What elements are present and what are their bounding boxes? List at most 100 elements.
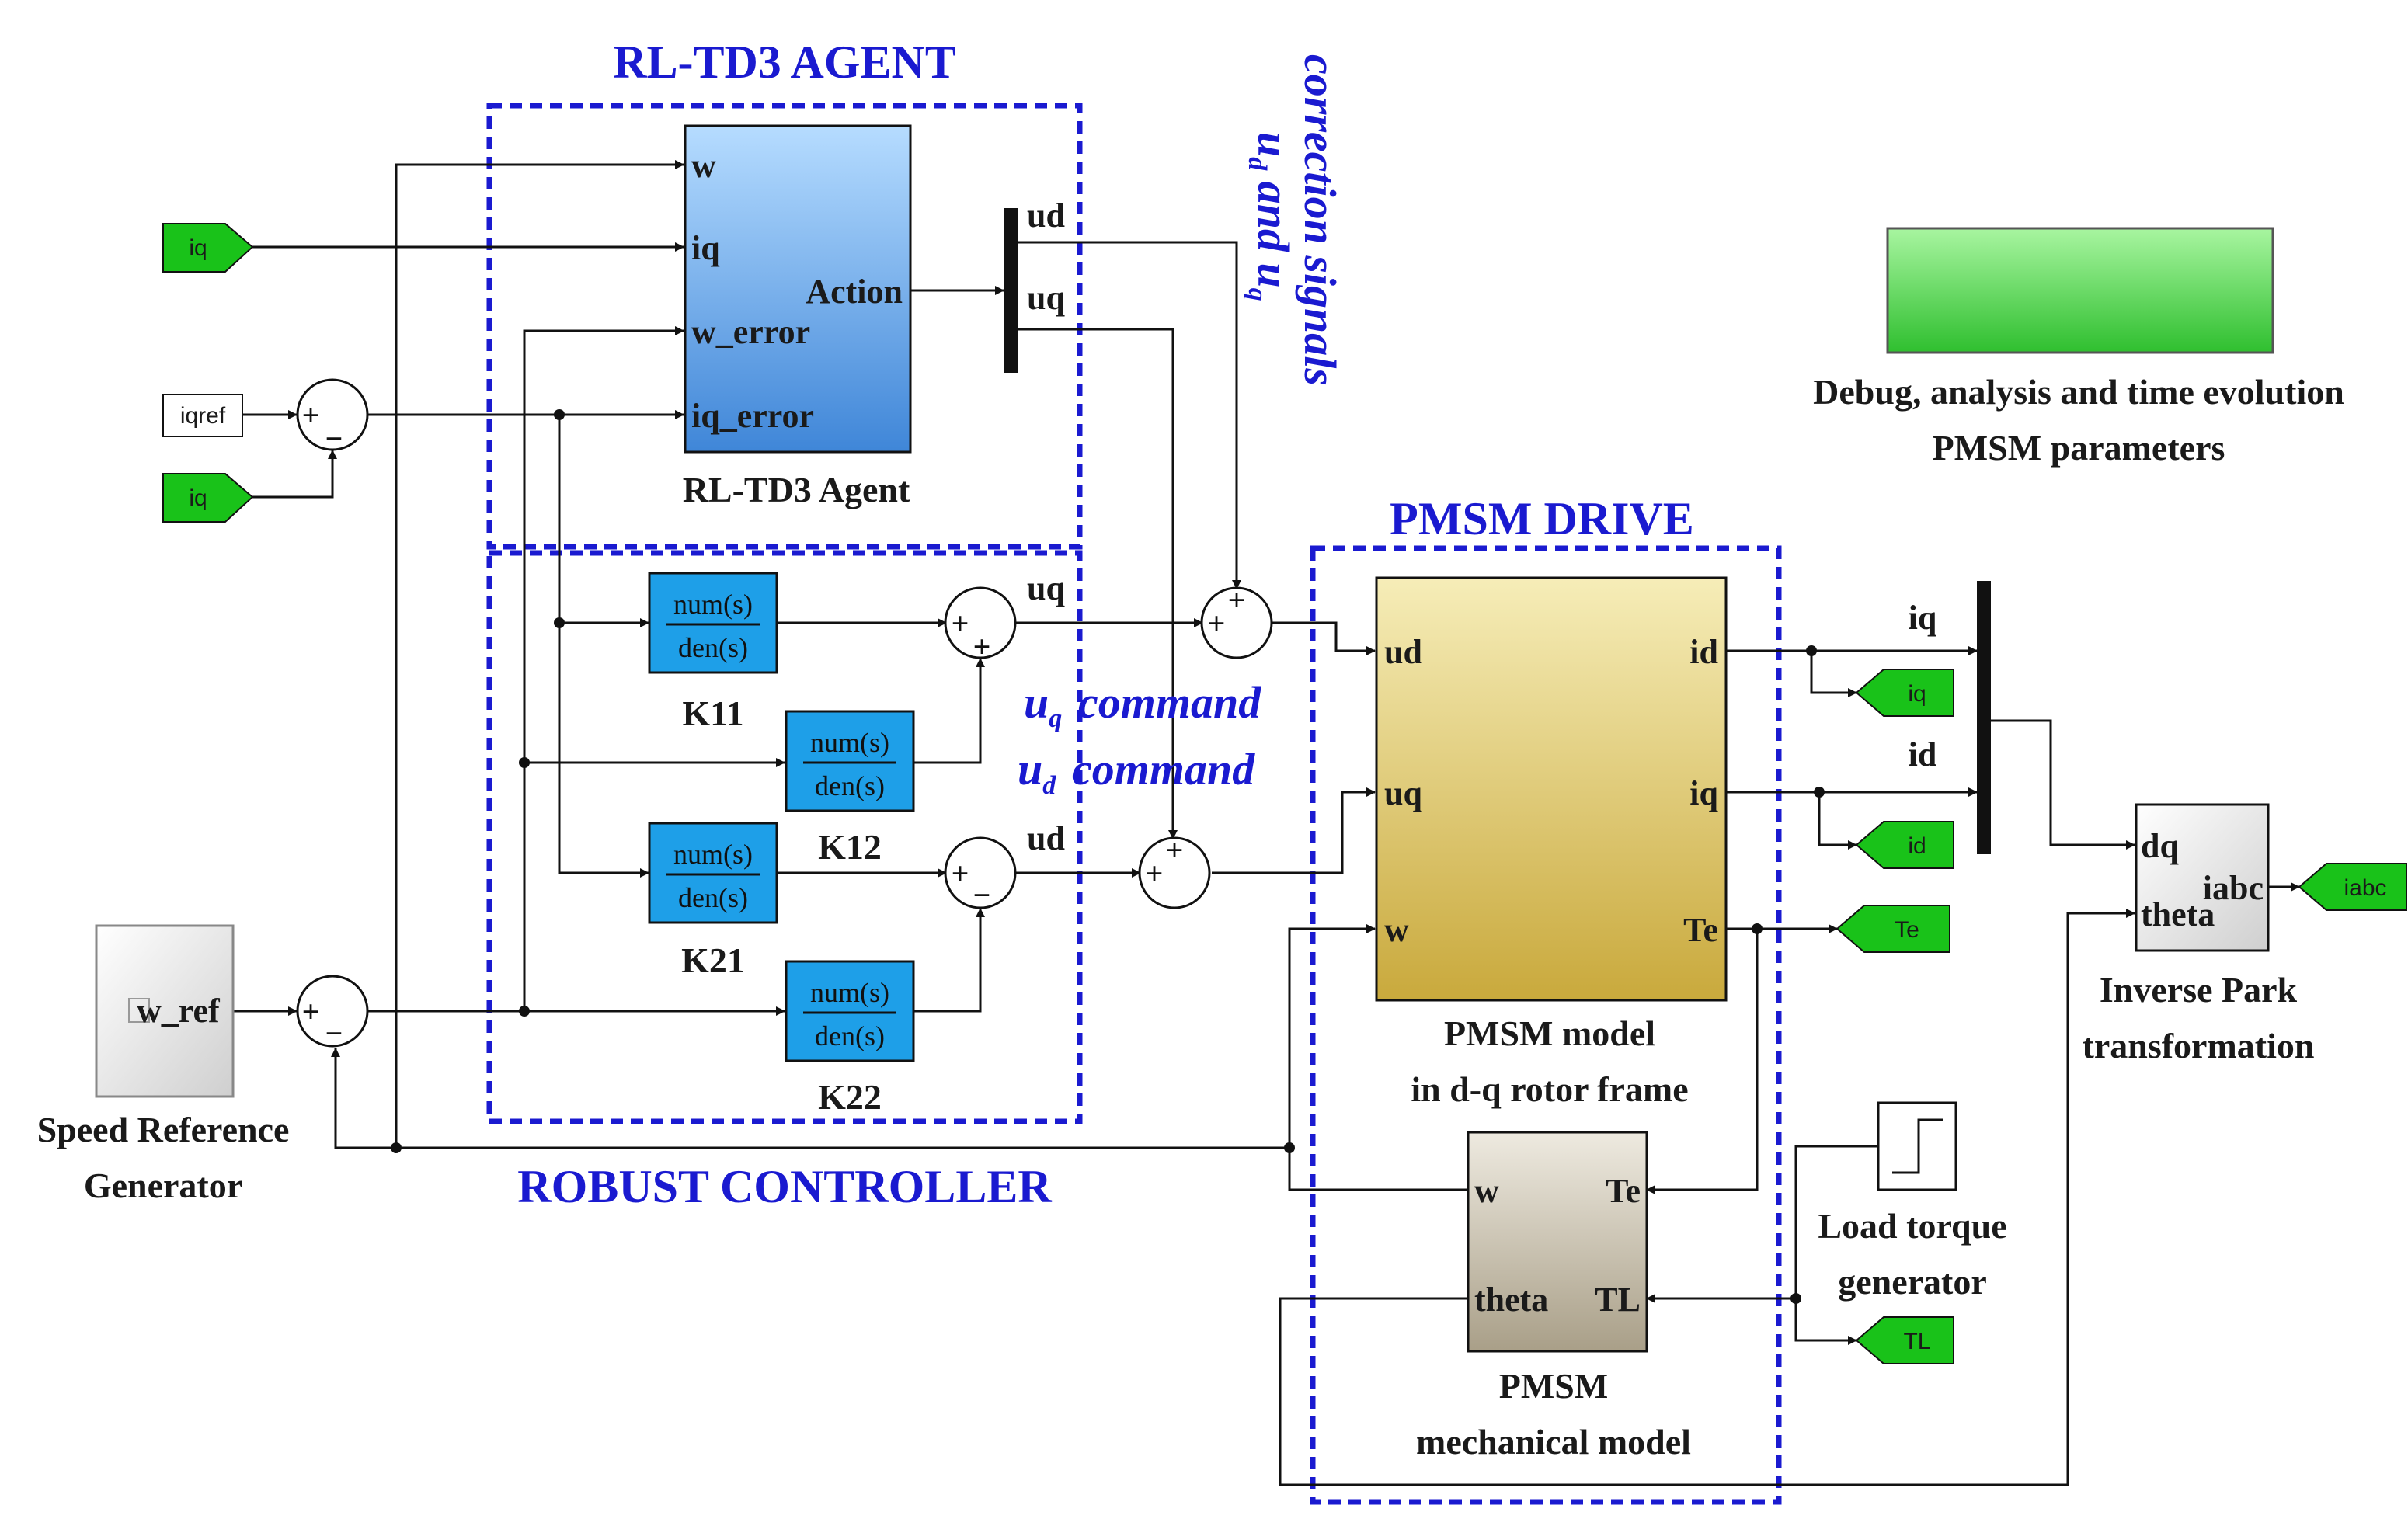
svg-text:+: + — [302, 398, 320, 433]
svg-text:uq: uq — [1024, 677, 1062, 733]
sum-correction-uq[interactable]: + + — [1200, 582, 1273, 659]
tag-out-iq[interactable]: iq — [1855, 669, 1954, 717]
svg-text:w_error: w_error — [691, 313, 810, 351]
tf-block-k12[interactable]: num(s) den(s) — [785, 710, 915, 812]
svg-text:iq: iq — [1689, 774, 1718, 812]
svg-text:+: + — [1228, 582, 1246, 617]
svg-text:Te: Te — [1683, 911, 1718, 949]
svg-text:iabc: iabc — [2203, 869, 2264, 907]
pmsm-model-label-1: PMSM model — [1444, 1013, 1655, 1053]
svg-text:+: + — [1166, 832, 1184, 867]
pmsm-drive-title: PMSM DRIVE — [1390, 493, 1694, 544]
tf-label-k21: K21 — [681, 940, 745, 980]
sum-uq[interactable]: + + — [944, 586, 1017, 664]
svg-text:iq_error: iq_error — [691, 397, 814, 435]
svg-text:TL: TL — [1903, 1329, 1930, 1354]
svg-text:iq: iq — [691, 229, 720, 267]
svg-text:theta: theta — [2141, 895, 2215, 933]
svg-text:−: − — [325, 1016, 343, 1051]
svg-text:ud: ud — [1018, 744, 1056, 800]
mech-model-label-1: PMSM — [1499, 1366, 1609, 1406]
demux-ud-label: ud — [1027, 196, 1065, 235]
load-torque-step-block[interactable] — [1877, 1101, 1957, 1191]
demux-uq-label: uq — [1027, 279, 1065, 317]
sum-correction-ud[interactable]: + + — [1138, 832, 1211, 909]
svg-text:+: + — [1208, 606, 1226, 641]
svg-text:iq: iq — [189, 235, 207, 261]
tag-out-te[interactable]: Te — [1836, 905, 1950, 953]
pmsm-mechanical-block[interactable]: w theta Te TL — [1467, 1131, 1648, 1353]
svg-text:iabc: iabc — [2344, 875, 2386, 901]
svg-text:ud and uq: ud and uq — [1243, 132, 1299, 301]
tag-iq-mid[interactable]: iq — [162, 473, 254, 523]
bus-label-iq: iq — [1909, 599, 1937, 637]
ud-command-label: ud command — [1018, 744, 1255, 800]
load-torque-label-1: Load torque — [1818, 1206, 2006, 1246]
tag-iq-top[interactable]: iq — [162, 223, 254, 273]
svg-text:id: id — [1689, 633, 1718, 671]
pmsm-drive-frame — [1310, 545, 1782, 1505]
svg-text:num(s): num(s) — [673, 839, 753, 870]
inverse-park-block[interactable]: dq theta iabc — [2135, 803, 2270, 952]
speed-ref-label-1: Speed Reference — [37, 1110, 290, 1149]
output-mux[interactable] — [1977, 581, 1991, 854]
tf-block-k22[interactable]: num(s) den(s) — [785, 960, 915, 1062]
pmsm-model-block[interactable]: ud uq w id iq Te — [1375, 576, 1728, 1002]
tag-out-tl[interactable]: TL — [1855, 1316, 1954, 1364]
svg-text:w: w — [691, 147, 716, 185]
speed-reference-block[interactable]: w_ref — [95, 924, 235, 1098]
svg-text:w: w — [1384, 911, 1409, 949]
correction-signals-label: ud and uq correction signals — [1243, 54, 1345, 386]
svg-text:Te: Te — [1606, 1172, 1641, 1210]
svg-text:Action: Action — [806, 273, 903, 311]
tf-label-k11: K11 — [682, 693, 743, 733]
svg-text:ud: ud — [1384, 633, 1422, 671]
tag-out-iabc[interactable]: iabc — [2298, 863, 2407, 911]
agent-demux[interactable] — [1004, 208, 1018, 373]
svg-text:num(s): num(s) — [673, 589, 753, 620]
svg-text:theta: theta — [1474, 1281, 1548, 1319]
wire-label-uq: uq — [1027, 569, 1065, 607]
svg-text:−: − — [973, 878, 991, 912]
mech-model-label-2: mechanical model — [1416, 1422, 1691, 1462]
svg-text:id: id — [1908, 833, 1926, 859]
svg-text:+: + — [302, 994, 320, 1029]
svg-text:+: + — [952, 856, 969, 891]
svg-text:Te: Te — [1895, 917, 1919, 943]
svg-text:den(s): den(s) — [815, 1020, 885, 1051]
park-label-1: Inverse Park — [2100, 970, 2298, 1010]
svg-text:dq: dq — [2141, 827, 2179, 865]
svg-text:+: + — [952, 606, 969, 641]
debug-label-1: Debug, analysis and time evolution — [1813, 372, 2344, 412]
tag-out-id[interactable]: id — [1855, 821, 1954, 869]
rl-agent-frame — [486, 103, 1083, 550]
sum-iq-error[interactable]: + − — [296, 378, 369, 456]
robust-controller-frame — [486, 550, 1083, 1124]
wire-label-ud: ud — [1027, 819, 1065, 857]
svg-text:w_ref: w_ref — [137, 992, 221, 1030]
sum-ud[interactable]: + − — [944, 836, 1017, 912]
tf-block-k21[interactable]: num(s) den(s) — [648, 822, 778, 924]
svg-text:command: command — [1072, 744, 1255, 794]
rl-td3-agent-block[interactable]: w iq w_error iq_error Action — [684, 124, 912, 454]
tf-label-k22: K22 — [818, 1077, 882, 1117]
svg-text:den(s): den(s) — [678, 632, 748, 663]
load-torque-label-2: generator — [1838, 1262, 1987, 1302]
speed-ref-label-2: Generator — [84, 1166, 242, 1205]
bus-label-id: id — [1909, 735, 1937, 773]
svg-text:+: + — [1146, 856, 1164, 891]
svg-text:TL: TL — [1595, 1281, 1641, 1319]
svg-text:correction signals: correction signals — [1295, 54, 1345, 386]
tag-iqref[interactable]: iqref — [162, 394, 243, 437]
rl-td3-agent-label: RL-TD3 Agent — [683, 470, 910, 509]
rl-agent-title: RL-TD3 AGENT — [613, 36, 956, 88]
uq-command-label: uq command — [1024, 677, 1261, 733]
tf-label-k12: K12 — [818, 827, 882, 867]
svg-text:den(s): den(s) — [815, 770, 885, 801]
svg-text:num(s): num(s) — [810, 727, 889, 758]
debug-label-2: PMSM parameters — [1933, 428, 2225, 468]
sum-w-error[interactable]: + − — [296, 975, 369, 1051]
debug-block[interactable] — [1886, 227, 2274, 354]
tf-block-k11[interactable]: num(s) den(s) — [648, 572, 778, 674]
